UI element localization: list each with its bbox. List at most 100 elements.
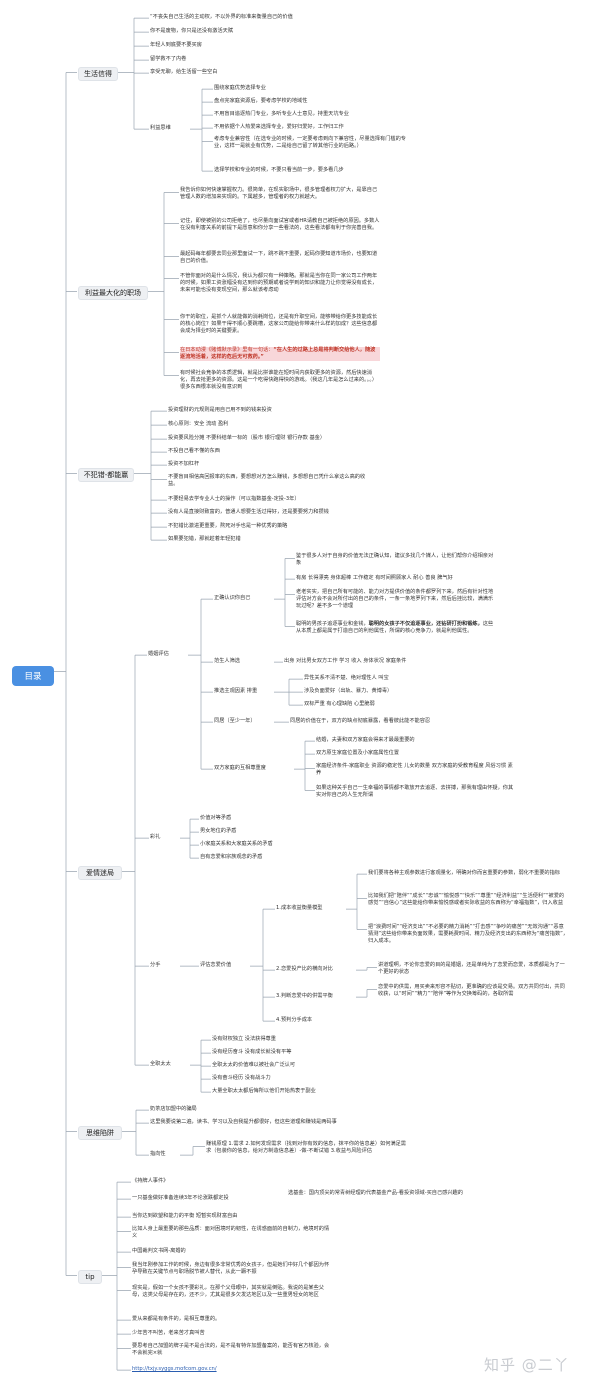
family-item: 家庭经济条件-家庭职业 资源的稳定性 儿女的数量 双方家庭的受教育程度 风俗习惯… — [316, 763, 513, 777]
trap-item: 这里我要说第二遍，读书、学习以及自我提升都很好，但这些道理和赚钱是两码事 — [150, 1119, 337, 1125]
gift-item: 自有恋爱和宗族观念的矛盾 — [200, 854, 263, 860]
workplace-item: 不管你面对的是什么情况，我认为都只有一种策略。那就是当你在同一家公司工作两年的时… — [180, 273, 378, 294]
self-item: 有房 长得漂亮 身体超棒 工作稳定 有时间照顾家人 耐心 善良 脾气好 — [296, 575, 453, 581]
tip-item: 要思考自己加盟的牌子是不是合法的，是不是有特许加盟备案的，能否有官方核验，会不会… — [132, 1343, 330, 1357]
marriage-node[interactable]: 婚姻评估 — [148, 651, 169, 657]
self-node[interactable]: 正确认识你自己 — [214, 595, 251, 601]
self-bold-suffix: 这些从本质上都是属于打造自己的利他属性，所谓的核心竞争力，就是利他属性。 — [296, 621, 494, 635]
tip-item: 比如人身上最重要的那些品质：面对困境时的韧性，在诱惑面前的自制力，绝境时的情义 — [132, 1226, 330, 1240]
cohabit-text: 同居的价值在于，双方的缺点彻底暴露，看看彼此能不能容忍 — [290, 718, 431, 724]
self-item: 老老实实，把自己所有可能的、能力对方提供价值的条件都罗列下来，然后有针对性地评估… — [296, 589, 494, 610]
workplace-item: 我告诉你如何快速掌握权力。很简单，在现实职场中，很多管理者权力扩大，是靠自己管理… — [180, 187, 378, 201]
life-item: 你不是废物，你只是还没有激活天赋 — [150, 28, 234, 34]
branch-trap[interactable]: 思维陷阱 — [78, 1126, 122, 1140]
workplace-item: 最起码每年都要去同业那里面试一下，跳不跳不重要，起码你要知道市场价，也要知道自己… — [180, 251, 378, 265]
tip-item: 少年苦不叫苦，老来苦才真叫苦 — [132, 1330, 205, 1336]
tip-fund-note: 选基金：国内顶尖的常青树经理的代表基金产品-看投资领域-买自己感兴趣的 — [288, 1190, 463, 1196]
family-node[interactable]: 双方家庭的互相尊重度 — [214, 765, 266, 771]
nocheat-item: 不要盲目相信高回报率的东西，要想想对方怎么赚钱，多想想自己凭什么拿这么高的收益。 — [168, 474, 366, 488]
quote-bold: “在人生的过路上总是将判断交给他人，随波逐流地活着，这样的危后无可救药。” — [180, 347, 376, 361]
branch-love[interactable]: 爱情迷局 — [78, 866, 122, 880]
exclude-item: 异性关系不清不楚、绝对理性人 叫宝 — [304, 675, 389, 681]
assess-node[interactable]: 评估恋爱价值 — [200, 962, 232, 968]
tip-item: 现实是，假如一个女孩不要彩礼，在那个父母眼中，其实就是倒贴。我说的是某些父母，这… — [132, 1285, 324, 1299]
nocheat-item: 不犯错比激进更重要，熬死对手也是一种优秀的策略 — [168, 523, 288, 529]
index-text: 赚钱原理 1.需求 2.如何发现需求（找到对你有效的信息，抹平你的信息差）如何满… — [206, 1141, 406, 1155]
workplace-item: 你干的职位，是抓个人就能做的消耗岗位，还是有升职空间，能够带给你更多技能成长的核… — [180, 314, 378, 335]
cohabit-node[interactable]: 同居（至少一年） — [214, 718, 256, 724]
self-item-bold: 聪明的男孩子追逐事业和金钱，聪明的女孩子不仅追逐事业，还钻研打扮和锻练，这些从本… — [296, 621, 496, 635]
nocheat-item: 没有人是直接财致富的，普通人想要生活过得好，还是要要努力和攒钱 — [168, 509, 329, 515]
interest-node[interactable]: 利益思维 — [150, 125, 171, 131]
life-item: “不丧失自己生活的主动权，不以外界的标准来衡量自己的价值 — [150, 14, 293, 20]
tip-item: 一只基金做好准备连续3年不论涨跌都定投 — [132, 1195, 229, 1201]
nocheat-item: 投资要风险分摊 不要科结单一标的（股市 银行理财 银行存款 基金） — [168, 435, 326, 441]
self-bold-prefix: 聪明的男孩子追逐事业和金钱， — [296, 621, 369, 627]
breakup-node[interactable]: 分手 — [150, 962, 161, 968]
quote-prefix: 在日本动漫《赌博默示录》里有一句话： — [180, 347, 274, 353]
wife-item: 大量全职太太都后悔所以他们开始热衷于副业 — [212, 1088, 316, 1094]
workplace-item: 有时候社会竞争的本质逻辑，就是比拼谁能在短时间内获取更多的资源，然后快速消化，再… — [180, 370, 378, 391]
interest-item: 考虑专业兼容性（在选专业的时候，一定要考虑到向下兼容性，尽量选择有门槛的专业，这… — [214, 136, 406, 150]
self-item: 鉴于很多人对于自身的价值无法正确认知，建议多找几个媒人，让他们帮你介绍相亲对象 — [296, 553, 494, 567]
tip-item: 当你达到欲望和能力的平衡 短暂实现财富自由 — [132, 1213, 238, 1219]
exclude-node[interactable]: 推选主观因素 排重 — [214, 688, 258, 694]
workplace-quote: 在日本动漫《赌博默示录》里有一句话：“在人生的过路上总是将判断交给他人，随波逐流… — [180, 347, 380, 362]
life-item: 留学救不了内卷 — [150, 56, 187, 62]
workplace-item: 记住，即使被别的公司拒绝了，也尽量向面试官或者HR请教自己被拒绝的原因。多数人在… — [180, 218, 380, 232]
tip-item: 中国裁判文书网-离婚的 — [132, 1248, 186, 1254]
life-item: 年轻人到底要不要买房 — [150, 42, 202, 48]
filter-text: 出身 对比男女双方工作 学习 收入 身体状况 家庭条件 — [284, 658, 407, 664]
cost-item: 把“浪费时间”“经济支出”“不必要的精力消耗”“打击感”“争吵的痛苦”“无效沟通… — [368, 924, 569, 945]
gift-item: 价值对等矛盾 — [200, 815, 232, 821]
branch-nocheat[interactable]: 不犯错-都能赢 — [78, 468, 134, 482]
cost-item: 我们要将各种主观参数进行客观量化，明确对你而言重要的参数，弱化不重要的指标 — [368, 870, 560, 876]
trap-item: 奶茶店加盟中的骗局 — [150, 1106, 197, 1112]
interest-item: 不用盲目追逐热门专业，多听专业人士意见，持重天坑专业 — [214, 111, 349, 117]
balance-text: 恋爱中的供需，用买卖来形容不贴切，更准确的应该是交易。双方共同付出，共同收获，以… — [378, 984, 565, 998]
wife-item: 没有经历奋斗 没有成长就没有平等 — [212, 1049, 292, 1055]
nocheat-item: 不要轻易去学专业人士的操作（可以指数基金-定投-3年） — [168, 496, 300, 502]
wife-item: 没有财权独立 没法获得尊重 — [212, 1036, 276, 1042]
interest-item: 不用依据个人热爱来选择专业，爱好归爱好，工作归工作 — [214, 124, 344, 130]
wife-item: 没有奋斗经历 没有战斗力 — [212, 1075, 271, 1081]
predict-node[interactable]: 4.预判分手成本 — [276, 1017, 313, 1023]
interest-item: 盘点完家庭资源后，要考虑学校的地域性 — [214, 98, 308, 104]
exclude-item: 双标严重 有心理缺陷 心里脆弱 — [304, 701, 375, 707]
family-item: 双方原生家庭位置及小家庭属性位置 — [316, 750, 400, 756]
nocheat-item: 投资理财的元规则是用自己用不到的钱来投资 — [168, 407, 272, 413]
tip-item: 我当年刚参加工作的时候，身边有很多非常优秀的女孩子，但是她们中好几个都因为怀孕导… — [132, 1262, 330, 1276]
index-node[interactable]: 指向性 — [150, 1151, 166, 1157]
life-item: 享受无聊，给生活留一些空白 — [150, 69, 218, 75]
branch-tip[interactable]: tip — [78, 1270, 102, 1284]
cost-node[interactable]: 1.成本收益衡量模型 — [276, 905, 323, 911]
branch-workplace[interactable]: 利益最大化的职场 — [78, 286, 148, 300]
compare-text: 讲道理啊，不论你恋爱的目的是婚姻，还是单纯为了恋爱而恋爱，本质都是为了一个更好的… — [378, 962, 565, 976]
branch-life[interactable]: 生活信得 — [78, 67, 118, 81]
cost-item: 比如我们把“陪伴”“成长”“忠诚”“愉悦感”“快乐”“尊重”“经济利益”“生活便… — [368, 893, 565, 907]
nocheat-item: 如果要犯错，那就趁着年轻犯错 — [168, 536, 241, 542]
tip-item: 爱从来都是有条件的，是相互尊重的。 — [132, 1316, 221, 1322]
tip-link[interactable]: http://txjy.syggs.mofcom.gov.cn/ — [132, 1366, 217, 1372]
interest-item: 选择学校和专业的时候，不要只看当前一步，要多看几步 — [214, 167, 344, 173]
nocheat-item: 不投自己看不懂的东西 — [168, 448, 220, 454]
watermark: 知乎 @二丫 — [484, 1356, 570, 1374]
gift-item: 小家庭关系和大家庭关系的矛盾 — [200, 841, 273, 847]
gift-node[interactable]: 彩礼 — [150, 834, 161, 840]
compare-node[interactable]: 2.恋爱投产比的横向对比 — [276, 966, 333, 972]
exclude-item: 涉及负面爱好（出轨、暴力、黄博毒） — [304, 688, 393, 694]
filter-node[interactable]: 范生人筛选 — [214, 658, 240, 664]
nocheat-item: 投资不加杠杆 — [168, 461, 200, 467]
wife-item: 全职太太的价值难以被社会广泛认可 — [212, 1062, 296, 1068]
family-item: 如果这种关乎自己一生幸福的事情都不敢放开去追逐、去拼搏，那我有理由怀疑，你其实对… — [316, 785, 514, 799]
tip-item: 《持牌人事件》 — [132, 1178, 169, 1184]
family-item: 结婚，夫妻和双方家庭会得来才最最重要的 — [316, 737, 415, 743]
gift-item: 男女地位的矛盾 — [200, 828, 237, 834]
root-node[interactable]: 目录 — [12, 666, 54, 686]
interest-item: 围绕家庭优势选择专业 — [214, 85, 266, 91]
self-bold: 聪明的女孩子不仅追逐事业，还钻研打扮和锻练， — [368, 621, 483, 627]
balance-node[interactable]: 3.判断恋爱中的供需平衡 — [276, 993, 333, 999]
wife-node[interactable]: 全职太太 — [150, 1061, 171, 1067]
